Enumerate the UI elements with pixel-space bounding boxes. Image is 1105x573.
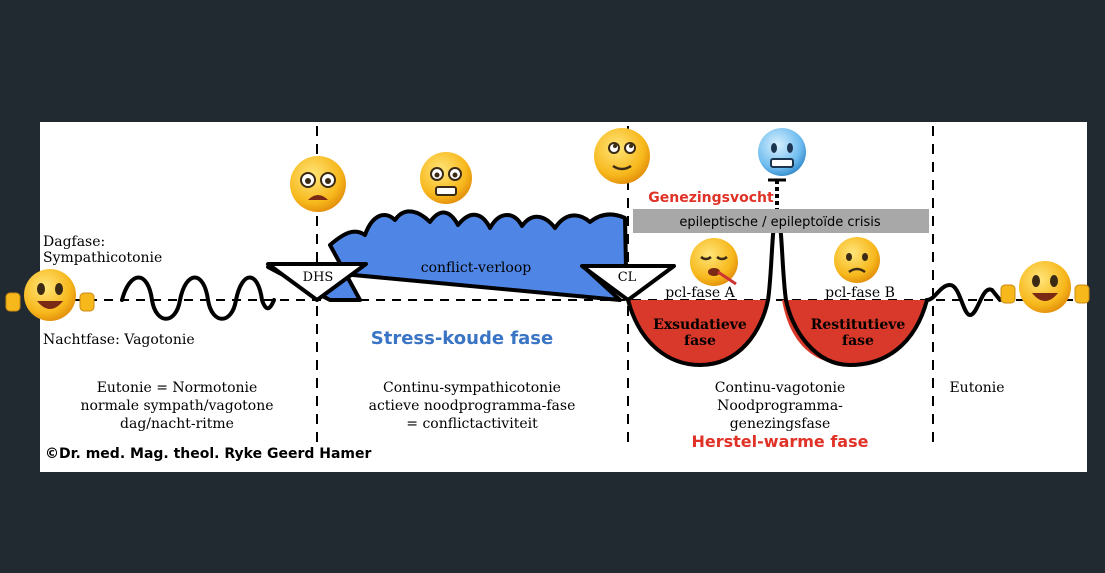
scared-emoji xyxy=(290,156,346,212)
worried-emoji xyxy=(834,237,880,283)
happy-thumbs-emoji-right xyxy=(1000,261,1090,313)
sick-emoji xyxy=(690,238,738,286)
dagfase-label: Dagfase: xyxy=(43,234,105,250)
stress-koude-label: Stress-koude fase xyxy=(371,328,553,349)
eutonie-right-label: Eutonie xyxy=(949,380,1004,396)
continu-sympathicotonie-line-2: actieve noodprogramma-fase xyxy=(369,398,576,414)
restitutieve-label: Restitutieve xyxy=(811,317,906,333)
copyright-label: ©Dr. med. Mag. theol. Ryke Geerd Hamer xyxy=(45,446,371,462)
happy-thumbs-emoji-left xyxy=(5,269,95,321)
crisis-bar xyxy=(633,209,929,233)
continu-vagotonie-line-3: genezingsfase xyxy=(730,416,831,432)
herstel-warme-label: Herstel-warme fase xyxy=(692,432,869,451)
continu-sympathicotonie-line-1: Continu-sympathicotonie xyxy=(383,380,561,396)
crisis-label: epileptische / epileptoïde crisis xyxy=(679,215,880,230)
eutonie-line-3: dag/nacht-ritme xyxy=(120,416,234,432)
cl-triangle xyxy=(580,264,676,302)
continu-vagotonie-line-2: Noodprogramma- xyxy=(717,398,843,414)
sympathicotonie-label: Sympathicotonie xyxy=(43,250,162,266)
dhs-label: DHS xyxy=(303,270,334,285)
eutonie-line-1: Eutonie = Normotonie xyxy=(97,380,258,396)
pcl-fase-b-label: pcl-fase B xyxy=(825,285,895,301)
continu-sympathicotonie-line-3: = conflictactiviteit xyxy=(406,416,538,432)
exsudatieve-label: Exsudatieve xyxy=(653,317,747,333)
cl-label: CL xyxy=(618,270,637,285)
anxious-emoji xyxy=(420,152,472,204)
nachtfase-label: Nachtfase: Vagotonie xyxy=(43,332,195,348)
dhs-triangle xyxy=(266,262,368,302)
conflict-area xyxy=(266,209,628,302)
exsudative-bowl xyxy=(628,300,768,365)
eutonie-line-2: normale sympath/vagotone xyxy=(80,398,273,414)
pcl-fase-a-label: pcl-fase A xyxy=(665,285,735,301)
restitutive-bowl xyxy=(782,300,927,365)
continu-vagotonie-line-1: Continu-vagotonie xyxy=(715,380,846,396)
relieved-emoji xyxy=(594,128,650,184)
exsudatieve-fase-label: fase xyxy=(684,333,716,349)
conflict-verloop-label: conflict-verloop xyxy=(421,260,532,276)
freezing-emoji xyxy=(758,128,806,176)
restitutieve-fase-label: fase xyxy=(842,333,874,349)
vegetative-rhythm-curve xyxy=(120,209,1002,368)
genezingsvocht-label: Genezingsvocht xyxy=(648,190,774,206)
diagram-panel xyxy=(40,122,1087,472)
